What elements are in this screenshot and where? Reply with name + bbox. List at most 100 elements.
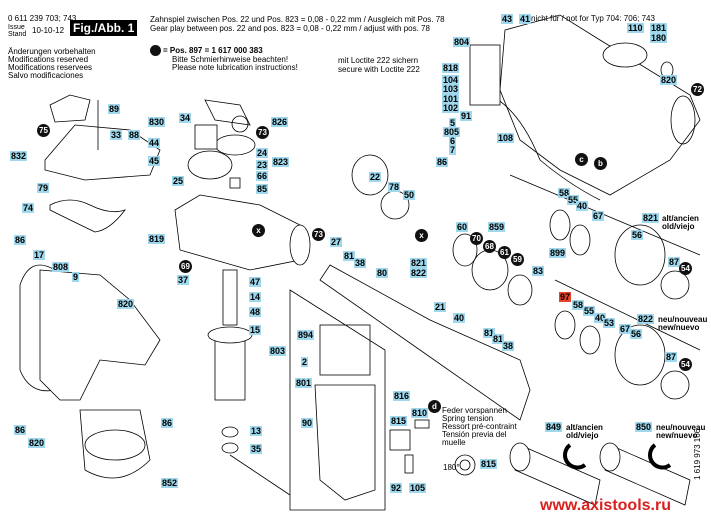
part-label-70: 70 — [470, 232, 483, 245]
lube-marker-icon — [150, 45, 161, 56]
part-label-2: 2 — [301, 357, 309, 367]
tool-holder-old — [614, 224, 666, 286]
part-label-808: 808 — [52, 262, 70, 272]
part-label-81: 81 — [343, 251, 356, 261]
part-label-819: 819 — [148, 234, 166, 244]
brush-810 — [414, 419, 430, 429]
changes-es: Salvo modificaciones — [8, 71, 84, 80]
part-label-x: x — [415, 229, 428, 242]
part-label-45: 45 — [148, 156, 161, 166]
ring-60 — [452, 233, 478, 267]
part-label-9: 9 — [72, 272, 80, 282]
motor-housing-820 — [39, 269, 161, 401]
gear-play-de: Zahnspiel zwischen Pos. 22 und Pos. 823 … — [150, 15, 445, 24]
part-label-102: 102 — [442, 103, 460, 113]
lube-note-de: Bitte Schmierhinweise beachten! — [172, 55, 289, 64]
loctite-de: mit Loctite 222 sichern — [338, 56, 419, 65]
part-label-54: 54 — [679, 262, 692, 275]
cover-832 — [44, 124, 161, 181]
housing-ring-72 — [670, 95, 696, 145]
part-label-80: 80 — [376, 268, 389, 278]
part-label-105: 105 — [409, 483, 427, 493]
part-label-81: 81 — [492, 334, 505, 344]
part-label-103: 103 — [442, 84, 460, 94]
changes-en: Modifications reserved — [8, 55, 89, 64]
part-label-7: 7 — [449, 145, 457, 155]
part-label-5: 5 — [449, 118, 457, 128]
cable — [489, 94, 601, 201]
part-label-27: 27 — [330, 237, 343, 247]
part-label-832: 832 — [10, 151, 28, 161]
not-for-note: nicht für / not for Typ 704: 706; 743 — [531, 14, 655, 23]
watermark-url: www.axistools.ru — [540, 497, 671, 514]
part-label-859: 859 — [488, 222, 506, 232]
part-label-d: d — [428, 400, 441, 413]
part-label-110: 110 — [627, 23, 644, 33]
part-label-87: 87 — [668, 257, 681, 267]
part-label-38: 38 — [502, 341, 515, 351]
gear-housing — [499, 14, 701, 196]
gasket-74 — [49, 199, 127, 233]
changes-de: Änderungen vorbehalten — [8, 47, 96, 56]
part-label-55: 55 — [567, 195, 580, 205]
part-label-54: 54 — [679, 358, 692, 371]
o-ring-73 — [231, 115, 249, 133]
part-label-37: 37 — [177, 275, 190, 285]
part-label-72: 72 — [691, 83, 704, 96]
cap-old — [660, 270, 690, 300]
part-label-21: 21 — [434, 302, 447, 312]
document-number: 1 619 973 166 — [693, 428, 702, 480]
part-label-86: 86 — [436, 157, 449, 167]
part-label-101: 101 — [442, 94, 460, 104]
part-label-56: 56 — [630, 329, 643, 339]
part-label-91: 91 — [460, 111, 473, 121]
note-alt-849: alt/ancien — [566, 423, 603, 432]
part-label-58: 58 — [558, 188, 571, 198]
part-label-90: 90 — [301, 418, 314, 428]
part-label-899: 899 — [549, 248, 567, 258]
part-label-816: 816 — [393, 391, 411, 401]
stand-label: Stand — [8, 31, 27, 38]
part-label-815: 815 — [390, 416, 408, 426]
part-label-849: 849 — [545, 422, 563, 432]
note-alt: alt/ancien — [662, 214, 699, 223]
part-label-73: 73 — [312, 228, 325, 241]
part-label-97: 97 — [559, 292, 572, 302]
bearing-cap-35 — [221, 442, 239, 454]
part-label-92: 92 — [390, 483, 403, 493]
part-label-805: 805 — [443, 127, 461, 137]
part-label-894: 894 — [297, 330, 315, 340]
part-label-56: 56 — [631, 230, 644, 240]
part-label-33: 33 — [110, 130, 123, 140]
part-label-59: 59 — [511, 253, 524, 266]
part-label-820: 820 — [117, 299, 135, 309]
crank-826 — [204, 99, 251, 126]
part-label-22: 22 — [369, 172, 382, 182]
part-label-38: 38 — [354, 258, 367, 268]
part-label-818: 818 — [442, 63, 460, 73]
part-label-86: 86 — [14, 235, 27, 245]
brush-holder-816 — [389, 429, 411, 451]
part-label-40: 40 — [453, 313, 466, 323]
note-old: old/viejo — [662, 222, 695, 231]
fan — [207, 326, 253, 344]
part-label-35: 35 — [250, 444, 263, 454]
issue-label: Issue — [8, 24, 25, 31]
part-label-23: 23 — [256, 160, 269, 170]
part-label-801: 801 — [295, 378, 313, 388]
motor-housing-801 — [314, 384, 376, 501]
part-label-810: 810 — [411, 408, 429, 418]
label-plate-110 — [602, 42, 648, 68]
part-label-104: 104 — [442, 75, 460, 85]
part-label-821: 821 — [410, 258, 428, 268]
part-label-88: 88 — [128, 130, 141, 140]
part-label-73: 73 — [256, 126, 269, 139]
bearing-13 — [221, 426, 239, 438]
spring-815 — [454, 454, 476, 476]
part-label-b: b — [594, 157, 607, 170]
spring-note-fr: Ressort pré-contraint — [442, 422, 517, 431]
part-label-821: 821 — [642, 213, 660, 223]
part-label-60: 60 — [456, 222, 469, 232]
